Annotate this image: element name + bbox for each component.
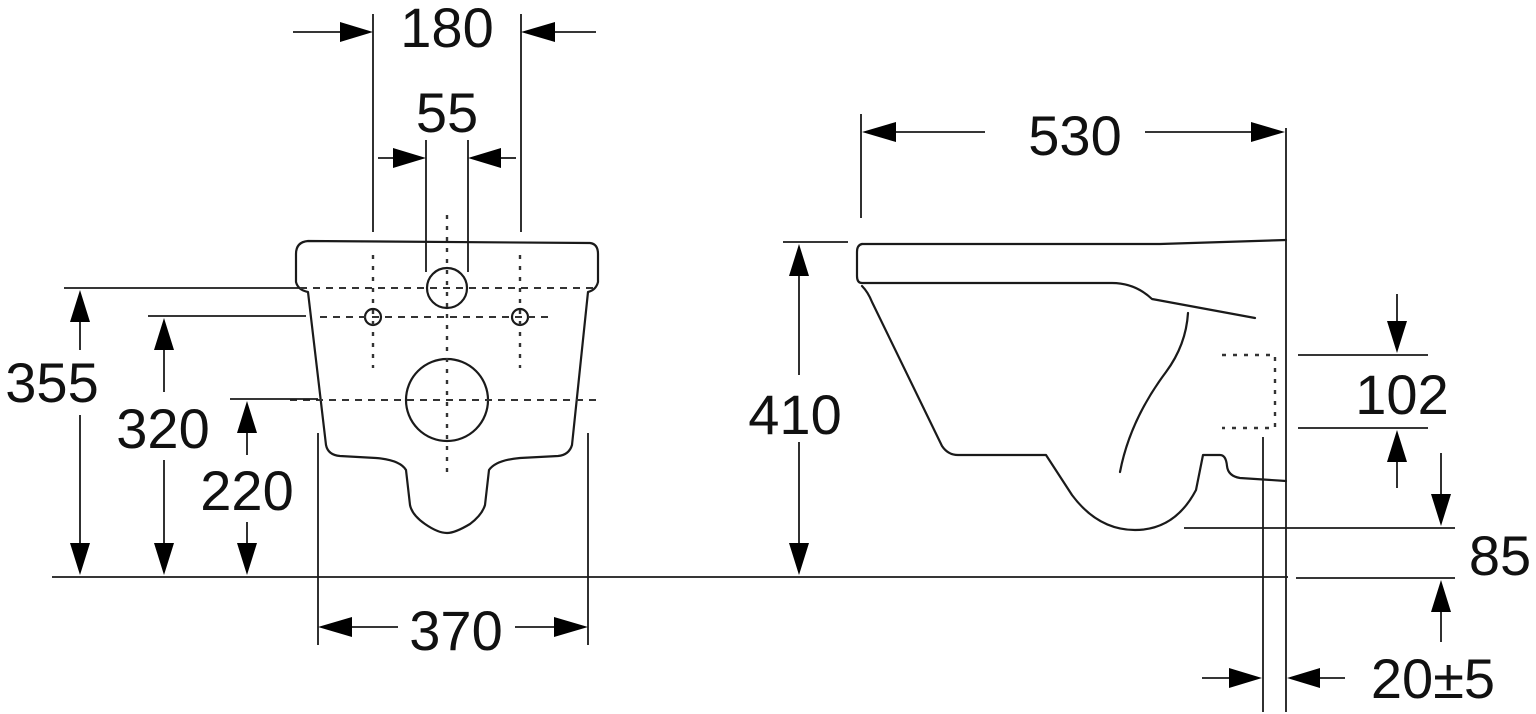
dim-180: 180 [400, 0, 493, 59]
dim-530: 530 [1028, 104, 1121, 167]
dim-320: 320 [116, 397, 209, 460]
dim-355: 355 [5, 351, 98, 414]
dim-55: 55 [416, 81, 478, 144]
dim-410: 410 [748, 383, 841, 446]
side-view-bowl [860, 284, 1288, 532]
front-view-outline [294, 239, 600, 535]
dim-102: 102 [1355, 363, 1448, 426]
side-view: 530 410 102 85 20±5 [748, 104, 1531, 712]
dim-220: 220 [200, 459, 293, 522]
front-view: 180 55 355 320 220 [5, 0, 600, 662]
dim-370: 370 [409, 599, 502, 662]
inlet-circle [425, 266, 469, 310]
dim-20-tolerance: 20±5 [1371, 647, 1495, 710]
dim-85: 85 [1469, 524, 1531, 587]
side-view-rim [860, 238, 1288, 246]
